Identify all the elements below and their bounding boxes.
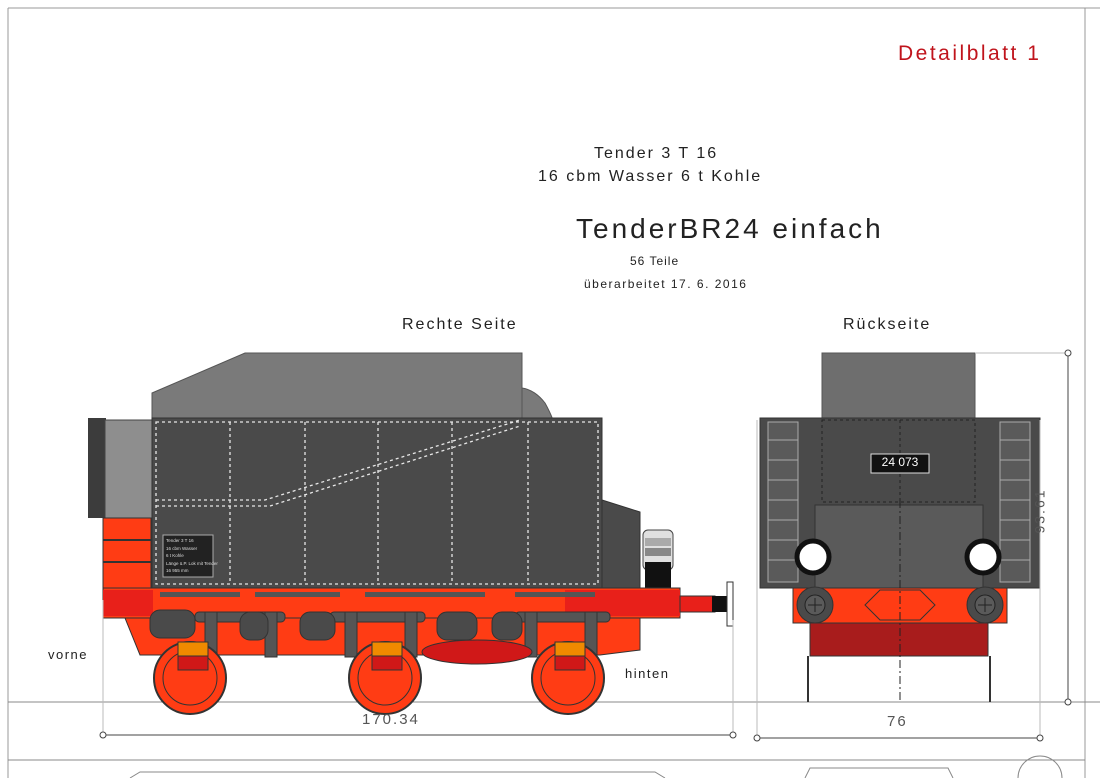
plate-line-3: 6 t Kohle — [166, 553, 184, 558]
parts-count: 56 Teile — [630, 254, 680, 268]
rear-coal-box — [821, 352, 976, 422]
plate-line-1: Tender 3 T 16 — [166, 538, 194, 543]
bottom-partial-outline-mid — [804, 767, 954, 778]
water-tank — [151, 417, 603, 589]
plate-line-4: Länge ü.P. Lok mit Tender — [166, 561, 218, 566]
length-dimension: 170.34 — [362, 711, 420, 728]
tender-type: Tender 3 T 16 — [594, 145, 719, 162]
rear-view — [753, 349, 1072, 742]
plate-line-5: 16 955 mm — [166, 568, 189, 573]
revision-date: überarbeitet 17. 6. 2016 — [584, 277, 748, 291]
rear-lamp-left — [794, 538, 832, 576]
side-view-label: Rechte Seite — [402, 316, 518, 333]
sheet-label: Detailblatt 1 — [898, 42, 1042, 65]
tender-capacity: 16 cbm Wasser 6 t Kohle — [538, 168, 763, 185]
front-label: vorne — [48, 647, 89, 662]
wheels — [153, 641, 605, 715]
rear-lamp-right — [964, 538, 1002, 576]
number-plate-text: 24 073 — [881, 455, 919, 469]
side-view: Tender 3 T 16 16 cbm Wasser 6 t Kohle Lä… — [88, 352, 737, 739]
coal-box — [151, 352, 523, 421]
number-plate — [870, 453, 930, 474]
front-box — [104, 419, 154, 519]
bottom-partial-circle — [1017, 755, 1063, 778]
plate-line-2: 16 cbm Wasser — [166, 546, 198, 551]
front-box-edge — [88, 418, 106, 518]
buffer — [679, 595, 716, 613]
rear-view-label: Rückseite — [843, 316, 932, 333]
width-dimension: 76 — [887, 713, 908, 730]
side-plate — [162, 534, 214, 578]
page-title: TenderBR24 einfach — [576, 213, 884, 244]
rear-label: hinten — [625, 666, 670, 681]
height-dimension: 93.61 — [1031, 488, 1048, 534]
bottom-partial-outline-left — [129, 771, 666, 778]
